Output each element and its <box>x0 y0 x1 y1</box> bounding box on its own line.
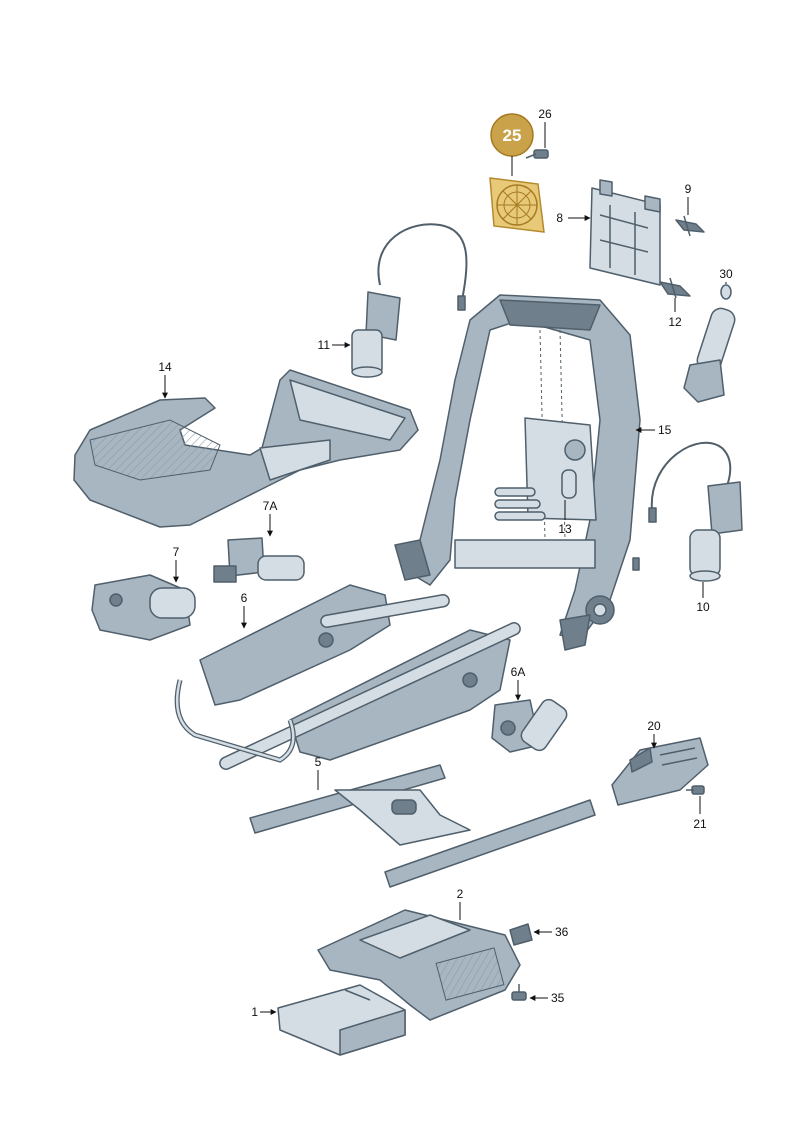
part-13-lumbar-unit[interactable] <box>494 417 597 521</box>
part-6-seat-frame[interactable] <box>174 584 522 771</box>
part-30-motor[interactable] <box>683 284 737 403</box>
part-25-fan[interactable] <box>489 177 545 233</box>
part-25-badge[interactable]: 25 <box>490 113 534 157</box>
callout-9: 9 <box>685 182 692 196</box>
part-12-clip[interactable] <box>659 277 691 299</box>
callout-21: 21 <box>693 817 707 831</box>
callout-5: 5 <box>315 755 322 769</box>
part-9-clip[interactable] <box>675 215 705 237</box>
part-11-actuator[interactable] <box>351 223 468 378</box>
callout-1: 1 <box>251 1005 258 1019</box>
part-6a-motor[interactable] <box>491 696 570 753</box>
part-15-backrest-frame[interactable] <box>394 294 641 651</box>
part-7a-motor[interactable] <box>213 537 305 583</box>
part-21-screw[interactable] <box>686 785 705 795</box>
callout-14: 14 <box>158 360 172 374</box>
callout-6: 6 <box>241 591 248 605</box>
part-10-actuator[interactable] <box>632 441 743 582</box>
callout-15: 15 <box>658 423 672 437</box>
part-2-tray[interactable] <box>317 909 521 1021</box>
part-14-seat-pan[interactable] <box>73 369 419 528</box>
callout-35: 35 <box>551 991 565 1005</box>
part-5-rails[interactable] <box>249 764 596 888</box>
callout-6a: 6A <box>511 665 526 679</box>
part-35-screw[interactable] <box>511 984 527 1001</box>
callout-7: 7 <box>173 545 180 559</box>
part-1-control-module[interactable] <box>277 984 406 1056</box>
part-25-label: 25 <box>503 126 522 145</box>
part-20-switch[interactable] <box>611 737 709 806</box>
callout-10: 10 <box>696 600 710 614</box>
callout-2: 2 <box>457 887 464 901</box>
callout-12: 12 <box>668 315 682 329</box>
callout-30: 30 <box>719 267 733 281</box>
callout-8: 8 <box>556 211 563 225</box>
callout-13: 13 <box>558 522 572 536</box>
callout-7a: 7A <box>263 499 278 513</box>
part-8-backrest-module[interactable] <box>589 179 661 286</box>
part-26-screw[interactable] <box>525 149 549 159</box>
part-7-motor[interactable] <box>91 574 196 641</box>
callout-20: 20 <box>647 719 661 733</box>
callout-26: 26 <box>538 107 552 121</box>
part-36-clip[interactable] <box>509 923 533 946</box>
callout-11: 11 <box>318 338 331 352</box>
callout-36: 36 <box>555 925 569 939</box>
